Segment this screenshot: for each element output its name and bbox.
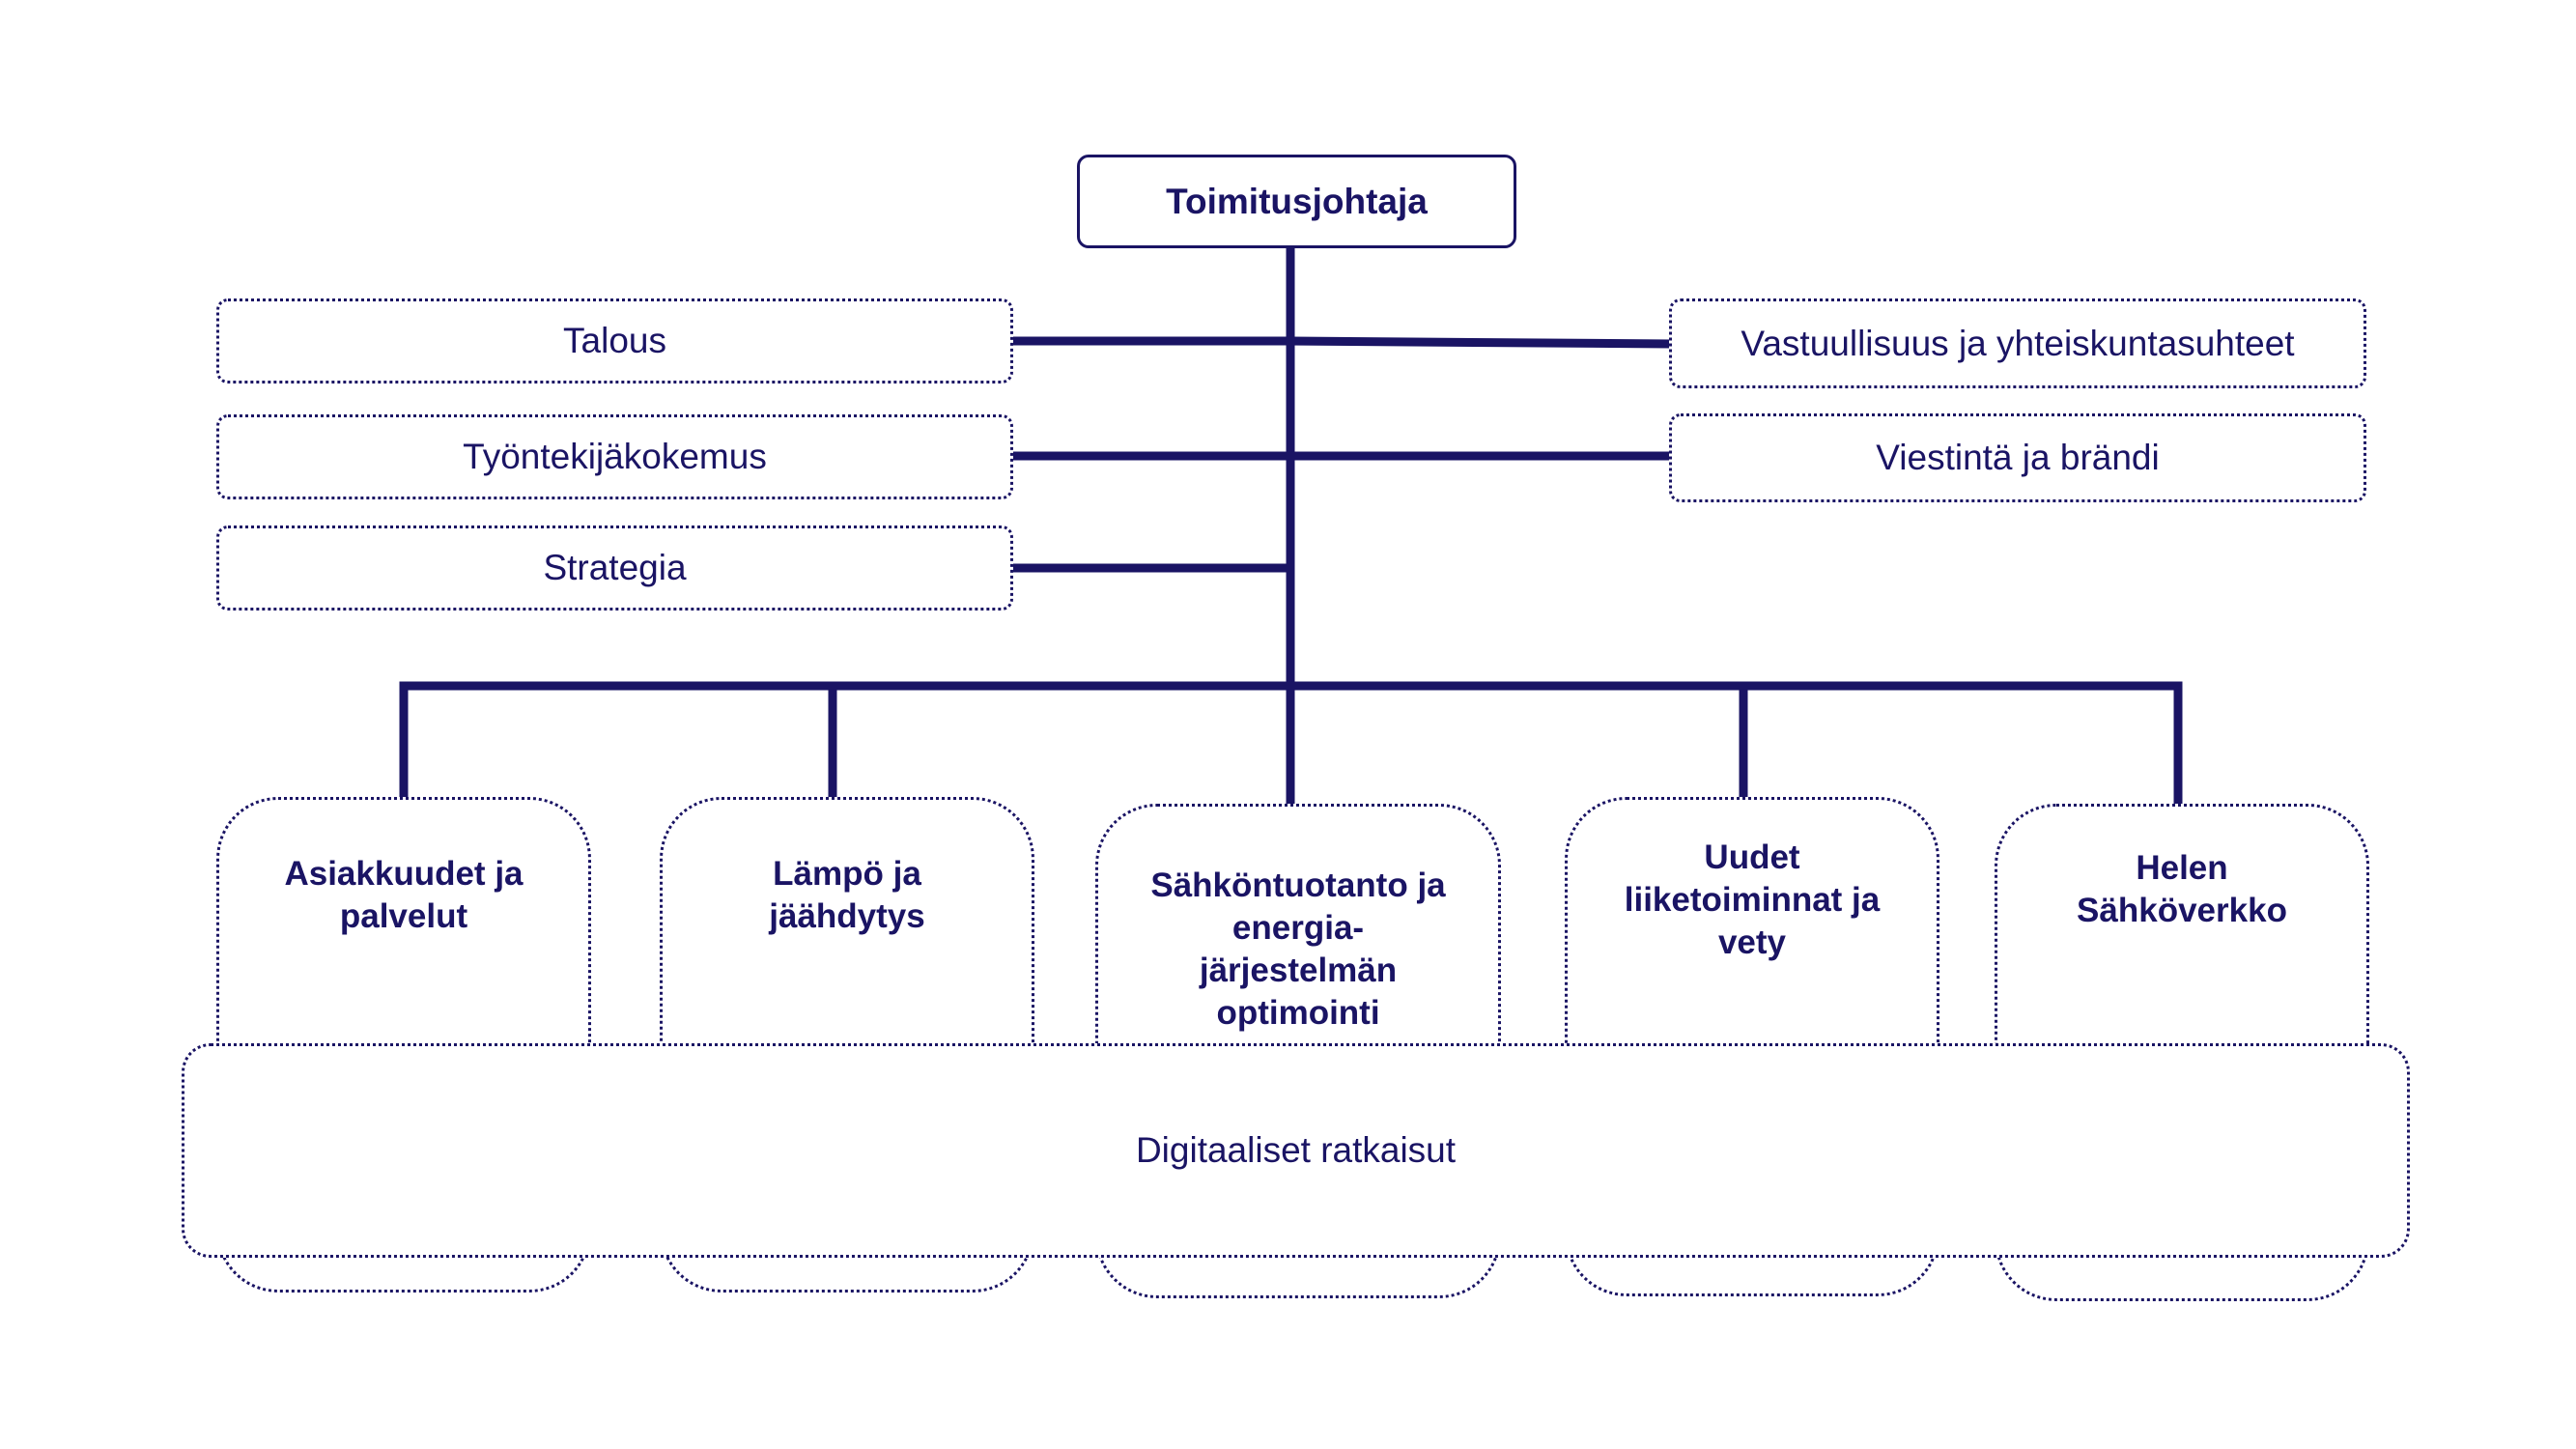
staff-label: Talous xyxy=(563,321,666,360)
unit-label: Lämpö ja jäähdytys xyxy=(769,855,925,935)
staff-box-talous: Talous xyxy=(216,298,1013,384)
ceo-box: Toimitusjohtaja xyxy=(1077,155,1516,248)
staff-label: Strategia xyxy=(543,548,687,587)
digital-solutions-box: Digitaaliset ratkaisut xyxy=(182,1043,2410,1258)
staff-label: Työntekijäkokemus xyxy=(463,437,767,476)
digital-label: Digitaaliset ratkaisut xyxy=(1135,1130,1457,1170)
unit-label: Sähköntuotanto ja energia-järjestelmän o… xyxy=(1150,867,1446,1032)
unit-label: Uudet liiketoiminnat ja vety xyxy=(1624,838,1881,961)
staff-box-strategia: Strategia xyxy=(216,526,1013,611)
staff-box-vastuullisuus: Vastuullisuus ja yhteiskuntasuhteet xyxy=(1669,298,2366,388)
staff-box-viestinta: Viestintä ja brändi xyxy=(1669,413,2366,502)
connector-vastuullisuus xyxy=(1286,336,1674,349)
unit-label: Asiakkuudet ja palvelut xyxy=(284,855,524,935)
unit-label: Helen Sähköverkko xyxy=(2077,849,2287,929)
ceo-label: Toimitusjohtaja xyxy=(1166,181,1428,221)
staff-label: Vastuullisuus ja yhteiskuntasuhteet xyxy=(1741,323,2295,363)
staff-label: Viestintä ja brändi xyxy=(1876,438,2160,477)
staff-box-tyontekijakokemus: Työntekijäkokemus xyxy=(216,414,1013,499)
